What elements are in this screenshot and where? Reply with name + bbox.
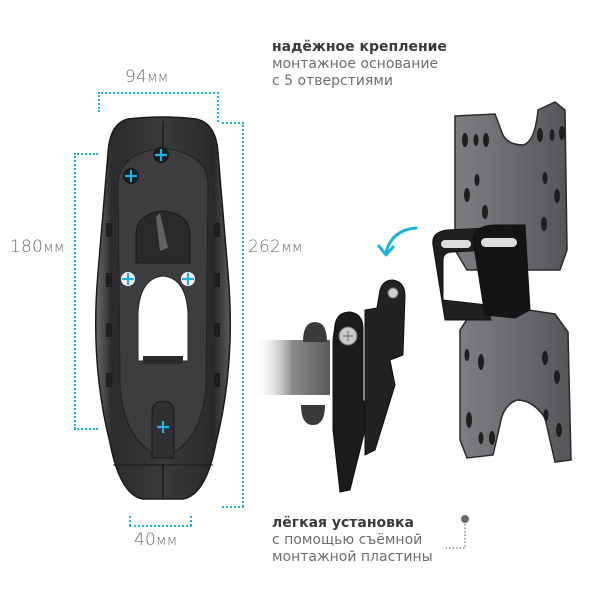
dim-label-94: 94мм: [125, 67, 169, 87]
dim-tick-right: [190, 516, 192, 526]
dim-label-180: 180мм: [10, 237, 65, 257]
arm-bracket: [332, 279, 406, 493]
arm-cap: [303, 322, 327, 342]
caption-line: монтажное основание: [272, 56, 439, 72]
caption-title: лёгкая установка: [272, 515, 414, 531]
dim-line-left: [74, 153, 76, 429]
dim-tick-right: [217, 92, 219, 122]
dim-unit: мм: [281, 240, 303, 256]
dim-line-top: [98, 92, 219, 94]
screw-hole-icon: [181, 272, 195, 286]
caption-line: с помощью съёмной: [272, 532, 423, 548]
dim-value: 94: [125, 67, 148, 87]
dim-tick-bottom: [74, 428, 98, 430]
screw-hole-icon: [121, 272, 135, 286]
dim-tick-top: [74, 153, 98, 155]
caption-title: надёжное крепление: [272, 39, 447, 55]
pointer-leader: [444, 512, 470, 552]
pointer-dot-icon: [461, 515, 469, 523]
caption-line: монтажной пластины: [272, 549, 433, 565]
tv-mount-product-image: [255, 100, 600, 500]
dim-tick-bottom: [222, 506, 244, 508]
caption-line: с 5 отверстиями: [272, 73, 394, 89]
dim-value: 40: [134, 530, 157, 550]
wall-mount-base-image: [88, 113, 238, 508]
caption-installation: лёгкая установка с помощью съёмной монта…: [272, 515, 433, 566]
dim-unit: мм: [156, 533, 178, 549]
screw-hole-icon: [153, 147, 169, 163]
swivel-arm: [255, 340, 330, 395]
dim-unit: мм: [147, 70, 169, 86]
dim-line-right: [242, 122, 244, 507]
dim-tick-left: [98, 92, 100, 112]
dim-label-262: 262мм: [248, 237, 303, 257]
curved-arrow-icon: [374, 222, 422, 262]
dim-tick-top: [222, 122, 244, 124]
caption-mounting: надёжное крепление монтажное основание с…: [272, 39, 447, 90]
dim-value: 262: [248, 237, 282, 257]
dim-tick-left: [129, 516, 131, 526]
dim-line-bottom: [129, 525, 192, 527]
dim-unit: мм: [43, 240, 65, 256]
dim-label-40: 40мм: [134, 530, 178, 550]
screw-hole-icon: [123, 168, 139, 184]
plate-bracket: [432, 224, 531, 321]
screw-hole-icon: [157, 421, 169, 433]
dim-value: 180: [10, 237, 44, 257]
